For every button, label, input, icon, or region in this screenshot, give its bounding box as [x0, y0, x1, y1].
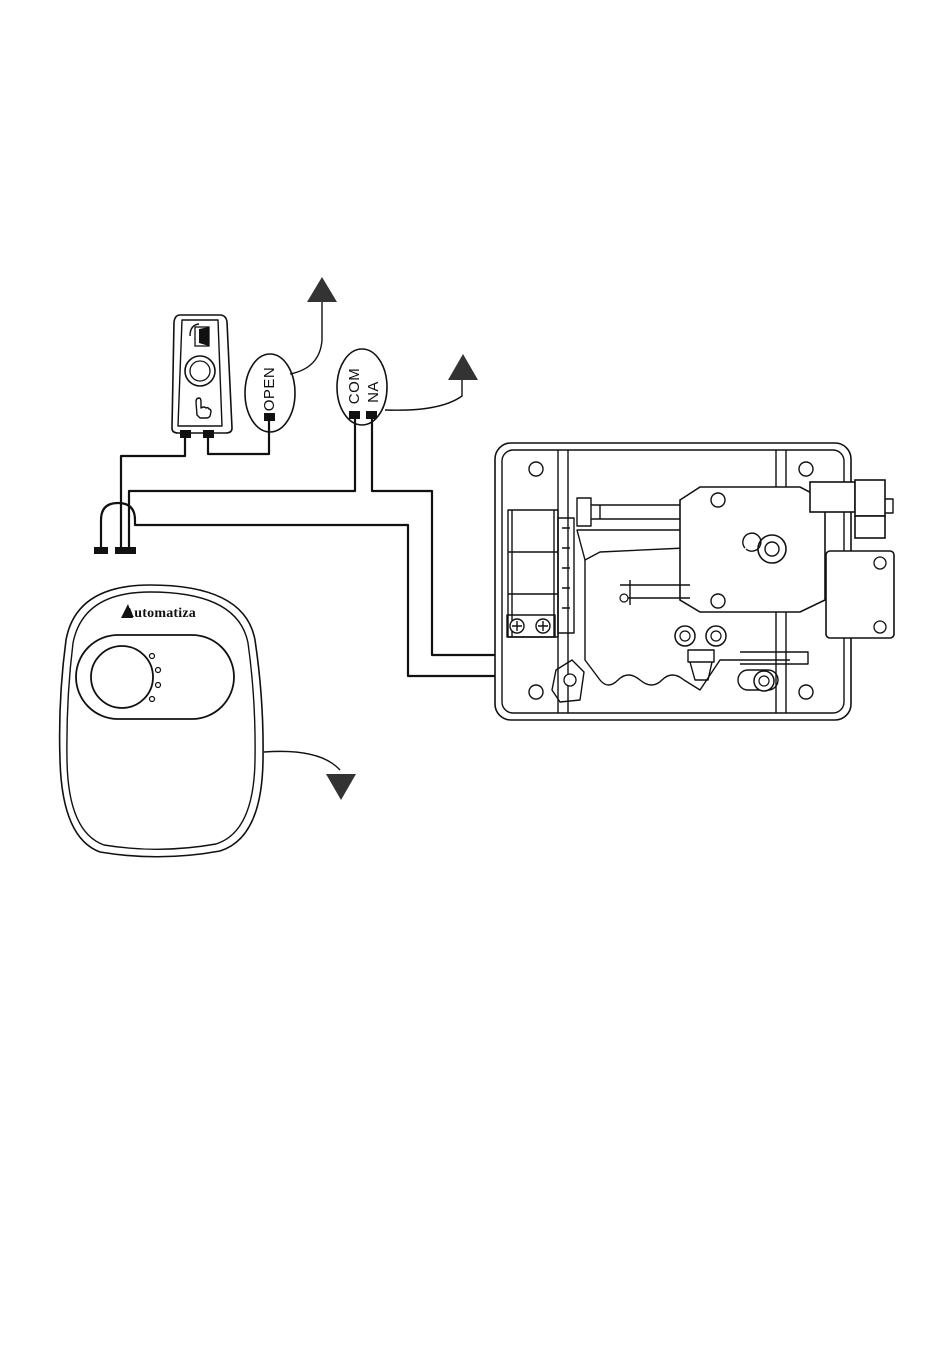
controller-terminal-2 [115, 547, 136, 554]
status-led-4 [150, 697, 155, 702]
brand-logo: Automatiza [124, 606, 196, 621]
mount-hole-tr [799, 462, 813, 476]
relay-callout-arrow [448, 354, 478, 380]
na-label: NA [365, 381, 382, 403]
latch-pivot-inner [765, 542, 779, 556]
mount-hole-bl [529, 685, 543, 699]
controller-callout-pointer [264, 751, 340, 770]
open-callout-arrow [307, 277, 337, 302]
mount-hole-br [799, 685, 813, 699]
exit-button [172, 315, 232, 438]
com-label: COM [346, 368, 363, 405]
controller-callout-arrow [326, 774, 356, 800]
electric-lock [495, 443, 894, 720]
open-label: OPEN [261, 367, 278, 412]
keypad-dial [91, 646, 153, 708]
controller-terminal-1 [94, 547, 108, 554]
status-led-1 [150, 654, 155, 659]
latch-rivet-bottom [711, 594, 725, 608]
status-led-2 [156, 668, 161, 673]
relay-callout-pointer [385, 380, 462, 410]
latch-rivet-top [711, 493, 725, 507]
mount-hole-tl [529, 462, 543, 476]
status-led-3 [156, 683, 161, 688]
round-push-button [185, 356, 215, 386]
latch-block [680, 487, 825, 612]
open-callout-pointer [290, 302, 322, 374]
relay-terminal-callout: COM NA [337, 349, 387, 425]
access-controller: Automatiza [60, 585, 264, 857]
